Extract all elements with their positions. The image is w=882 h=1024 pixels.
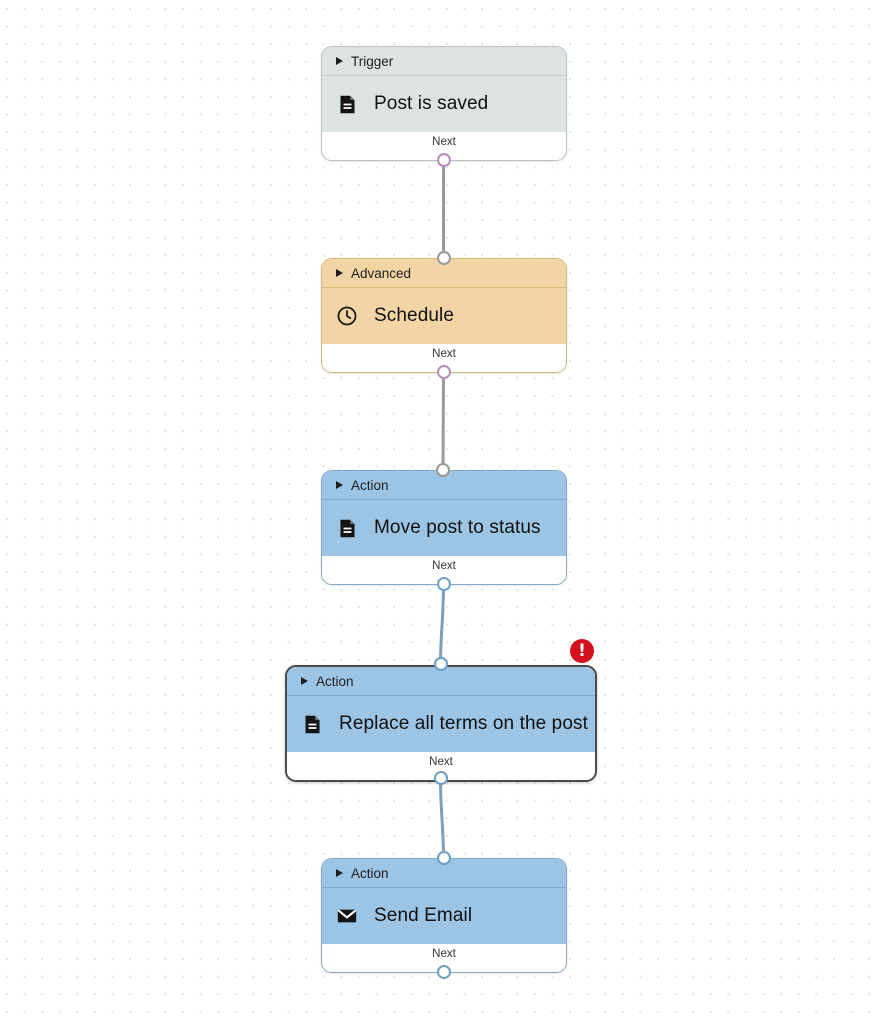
node-header-action[interactable]: Action [287,667,595,696]
port-source-trigger-post-is-saved[interactable] [436,153,451,167]
next-label: Next [432,948,456,960]
node-title: Replace all terms on the post [339,713,588,734]
document-icon [336,517,358,539]
node-title: Move post to status [374,517,541,538]
error-exclamation-icon: ! [578,640,586,661]
chevron-right-icon[interactable] [336,869,343,877]
chevron-right-icon[interactable] [336,57,343,65]
node-kind-label: Action [351,477,389,493]
node-body-advanced[interactable]: Schedule [322,288,566,344]
port-source-action-replace-all-terms[interactable] [433,771,448,785]
node-header-action[interactable]: Action [322,859,566,888]
node-title: Send Email [374,905,473,926]
workflow-node-action-move-post-to-status[interactable]: Action Move post to status Next [321,470,567,585]
node-body-action[interactable]: Move post to status [322,500,566,556]
document-icon [336,93,358,115]
edge-advanced-to-move-post [441,370,445,472]
node-title: Schedule [374,305,455,326]
node-error-badge[interactable]: ! [570,639,594,663]
node-kind-label: Action [351,865,389,881]
next-label: Next [432,560,456,572]
workflow-node-action-replace-all-terms[interactable]: Action Replace all terms on the post Nex… [285,665,597,782]
port-target-advanced-schedule[interactable] [436,251,451,265]
port-target-action-move-post-to-status[interactable] [436,463,450,477]
document-icon [301,713,323,735]
envelope-icon [336,905,358,927]
workflow-node-advanced-schedule[interactable]: Advanced Schedule Next [321,258,567,373]
node-body-trigger[interactable]: Post is saved [322,76,566,132]
port-target-action-send-email[interactable] [436,851,451,865]
port-source-action-move-post-to-status[interactable] [436,577,451,591]
edge-replace-terms-to-send-email [439,776,445,860]
next-label: Next [432,348,456,360]
node-title: Post is saved [374,93,489,114]
chevron-right-icon[interactable] [336,481,343,489]
node-kind-label: Advanced [351,265,412,281]
port-source-advanced-schedule[interactable] [436,365,451,379]
node-footer-next[interactable]: Next [287,752,595,780]
workflow-node-action-send-email[interactable]: Action Send Email Next [321,858,567,973]
node-body-action[interactable]: Send Email [322,888,566,944]
edge-move-post-to-replace-terms [439,582,445,666]
node-body-action[interactable]: Replace all terms on the post [287,696,595,752]
next-label: Next [429,756,453,768]
chevron-right-icon[interactable] [301,677,308,685]
node-header-trigger[interactable]: Trigger [322,47,566,76]
node-kind-label: Trigger [351,53,394,69]
node-kind-label: Action [316,673,354,689]
clock-icon [336,305,358,327]
next-label: Next [432,136,456,148]
workflow-node-trigger-post-is-saved[interactable]: Trigger Post is saved Next [321,46,567,161]
port-target-action-replace-all-terms[interactable] [433,657,448,671]
chevron-right-icon[interactable] [336,269,343,277]
port-source-action-send-email[interactable] [436,965,451,979]
